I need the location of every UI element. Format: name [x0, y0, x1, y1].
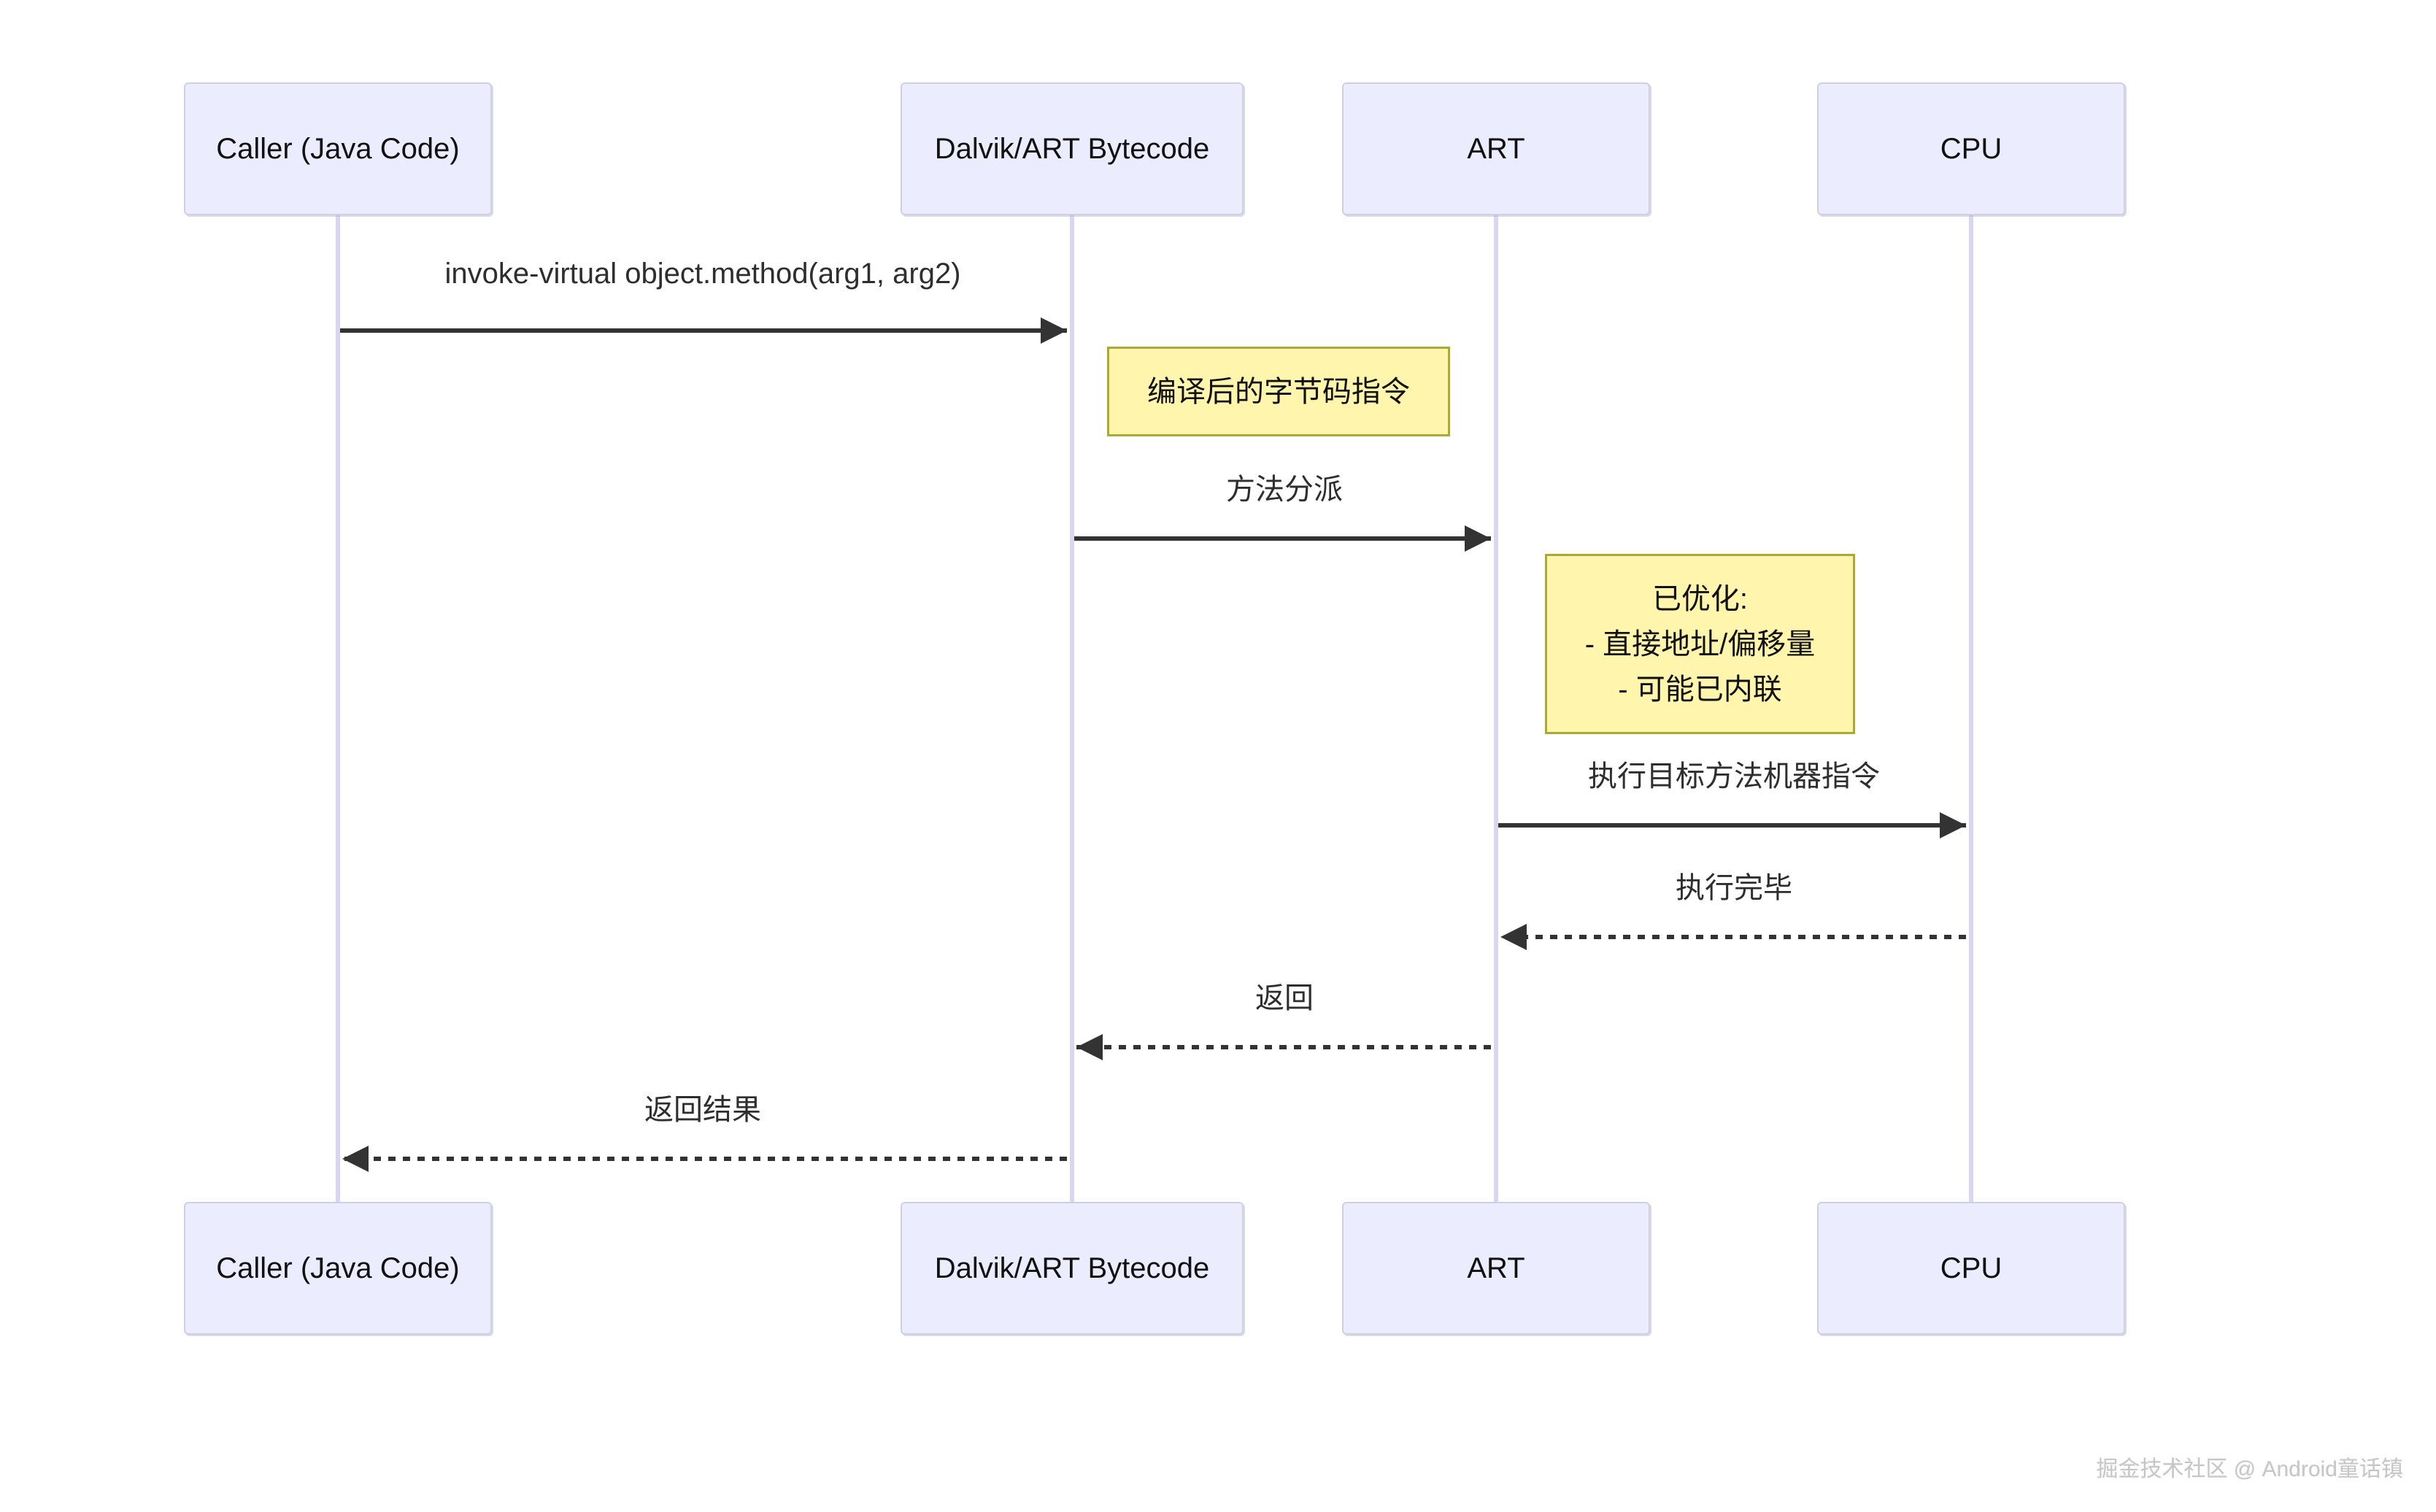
- message-label-execute-machine-code: 执行目标方法机器指令: [1588, 760, 1880, 792]
- note-optimized: 已优化: - 直接地址/偏移量 - 可能已内联: [1545, 554, 1855, 734]
- note-compiled-bytecode-line: 编译后的字节码指令: [1147, 375, 1410, 408]
- actor-bottom-dalvik: Dalvik/ART Bytecode: [901, 1202, 1244, 1335]
- note-optimized-line-1: 已优化:: [1651, 582, 1749, 615]
- actor-top-art: ART: [1342, 82, 1650, 215]
- lifeline-caller: [336, 215, 340, 1202]
- message-label-return: 返回: [1255, 982, 1314, 1014]
- actor-top-cpu: CPU: [1817, 82, 2125, 215]
- actor-top-dalvik: Dalvik/ART Bytecode: [901, 82, 1244, 215]
- actor-top-caller: Caller (Java Code): [184, 82, 492, 215]
- watermark: 掘金技术社区 @ Android童话镇: [2096, 1457, 2403, 1481]
- actor-bottom-art: ART: [1342, 1202, 1650, 1335]
- lifeline-cpu: [1969, 215, 1973, 1202]
- lifeline-art: [1494, 215, 1498, 1202]
- message-label-invoke-virtual: invoke-virtual object.method(arg1, arg2): [444, 258, 961, 290]
- note-optimized-line-2: - 直接地址/偏移量: [1584, 628, 1816, 660]
- lifeline-dalvik: [1070, 215, 1074, 1202]
- note-optimized-line-3: - 可能已内联: [1618, 673, 1782, 706]
- note-compiled-bytecode: 编译后的字节码指令: [1107, 347, 1450, 436]
- actor-bottom-cpu: CPU: [1817, 1202, 2125, 1335]
- message-label-execution-complete: 执行完毕: [1676, 872, 1792, 904]
- message-label-method-dispatch: 方法分派: [1226, 474, 1343, 506]
- message-label-return-result: 返回结果: [644, 1094, 761, 1126]
- actor-bottom-caller: Caller (Java Code): [184, 1202, 492, 1335]
